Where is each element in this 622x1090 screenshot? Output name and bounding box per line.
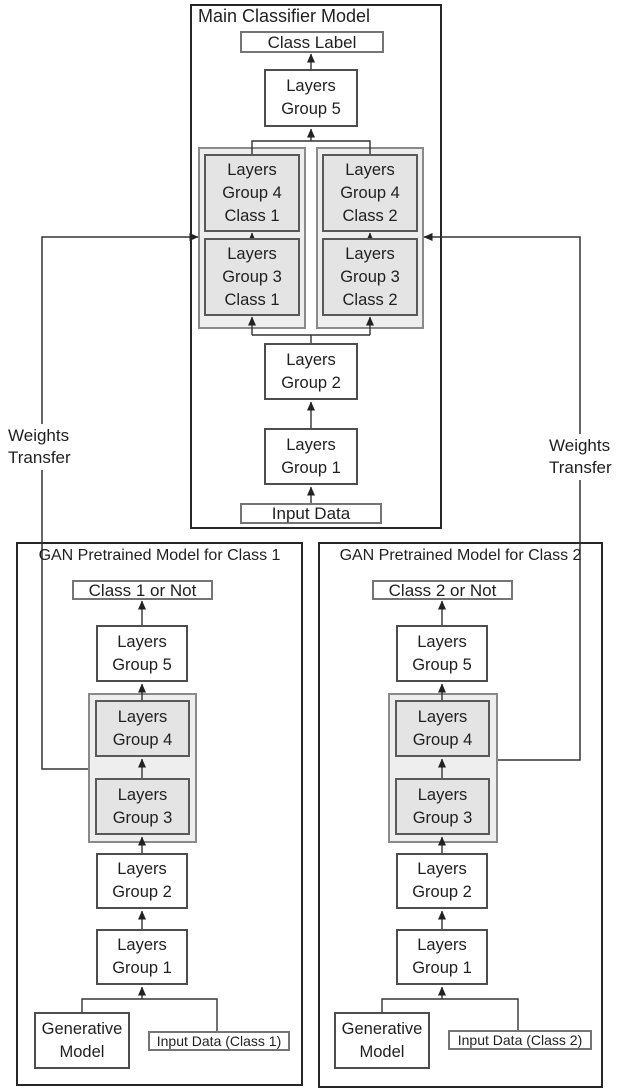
gan1-generative-model-box: Generative Model [34,1012,130,1069]
gan1-connectors [81,600,218,1031]
weights-transfer-label-left: Weights Transfer [6,424,73,470]
gan1-layers-group2-box: Layers Group 2 [96,853,188,909]
merge-bracket-top [251,140,371,154]
gan1-layers-group4-box: Layers Group 4 [95,700,190,757]
gan1-layers-group3-box: Layers Group 3 [95,778,190,835]
gan1-title: GAN Pretrained Model for Class 1 [38,547,281,564]
main-input-data-box: Input Data [240,503,382,524]
main-class-label-box: Class Label [240,31,384,53]
gan2-frame [318,542,603,1088]
gan1-input-data-box: Input Data (Class 1) [148,1031,290,1051]
main-layers-group3-class2-box: Layers Group 3 Class 2 [322,238,418,316]
weights-transfer-line-right [423,233,581,761]
gan2-generative-model-box: Generative Model [334,1012,430,1069]
main-layers-group5-box: Layers Group 5 [264,69,358,127]
gan1-layers-group1-box: Layers Group 1 [96,929,188,985]
gan1-layers-group5-box: Layers Group 5 [96,625,188,682]
gan2-input-fork [381,998,519,1030]
gan2-layers-group2-box: Layers Group 2 [396,853,488,909]
main-layers-group4-class2-box: Layers Group 4 Class 2 [322,154,418,232]
gan2-layers-group1-box: Layers Group 1 [396,929,488,985]
main-layers-group2-box: Layers Group 2 [264,343,358,400]
main-classifier-title: Main Classifier Model [198,6,371,26]
main-layers-group1-box: Layers Group 1 [264,428,358,485]
main-model-connectors [248,53,374,503]
gan2-layers-group4-box: Layers Group 4 [395,700,490,757]
gan2-title: GAN Pretrained Model for Class 2 [339,547,582,564]
weights-transfer-connectors [41,233,581,770]
main-layers-group4-class1-box: Layers Group 4 Class 1 [204,154,300,232]
gan1-output-label-box: Class 1 or Not [72,580,213,600]
gan2-layers-group3-box: Layers Group 3 [395,778,490,835]
gan1-input-fork [81,998,218,1031]
gan1-frame [16,542,303,1086]
gan2-input-data-box: Input Data (Class 2) [448,1030,592,1050]
gan2-output-label-box: Class 2 or Not [372,580,513,600]
gan2-connectors [381,600,519,1030]
main-layers-group3-class1-box: Layers Group 3 Class 1 [204,238,300,316]
gan2-layers-group5-box: Layers Group 5 [396,625,488,682]
weights-transfer-label-right: Weights Transfer [547,434,614,480]
weights-transfer-line-left [41,233,199,770]
main-classifier-frame [190,4,442,529]
